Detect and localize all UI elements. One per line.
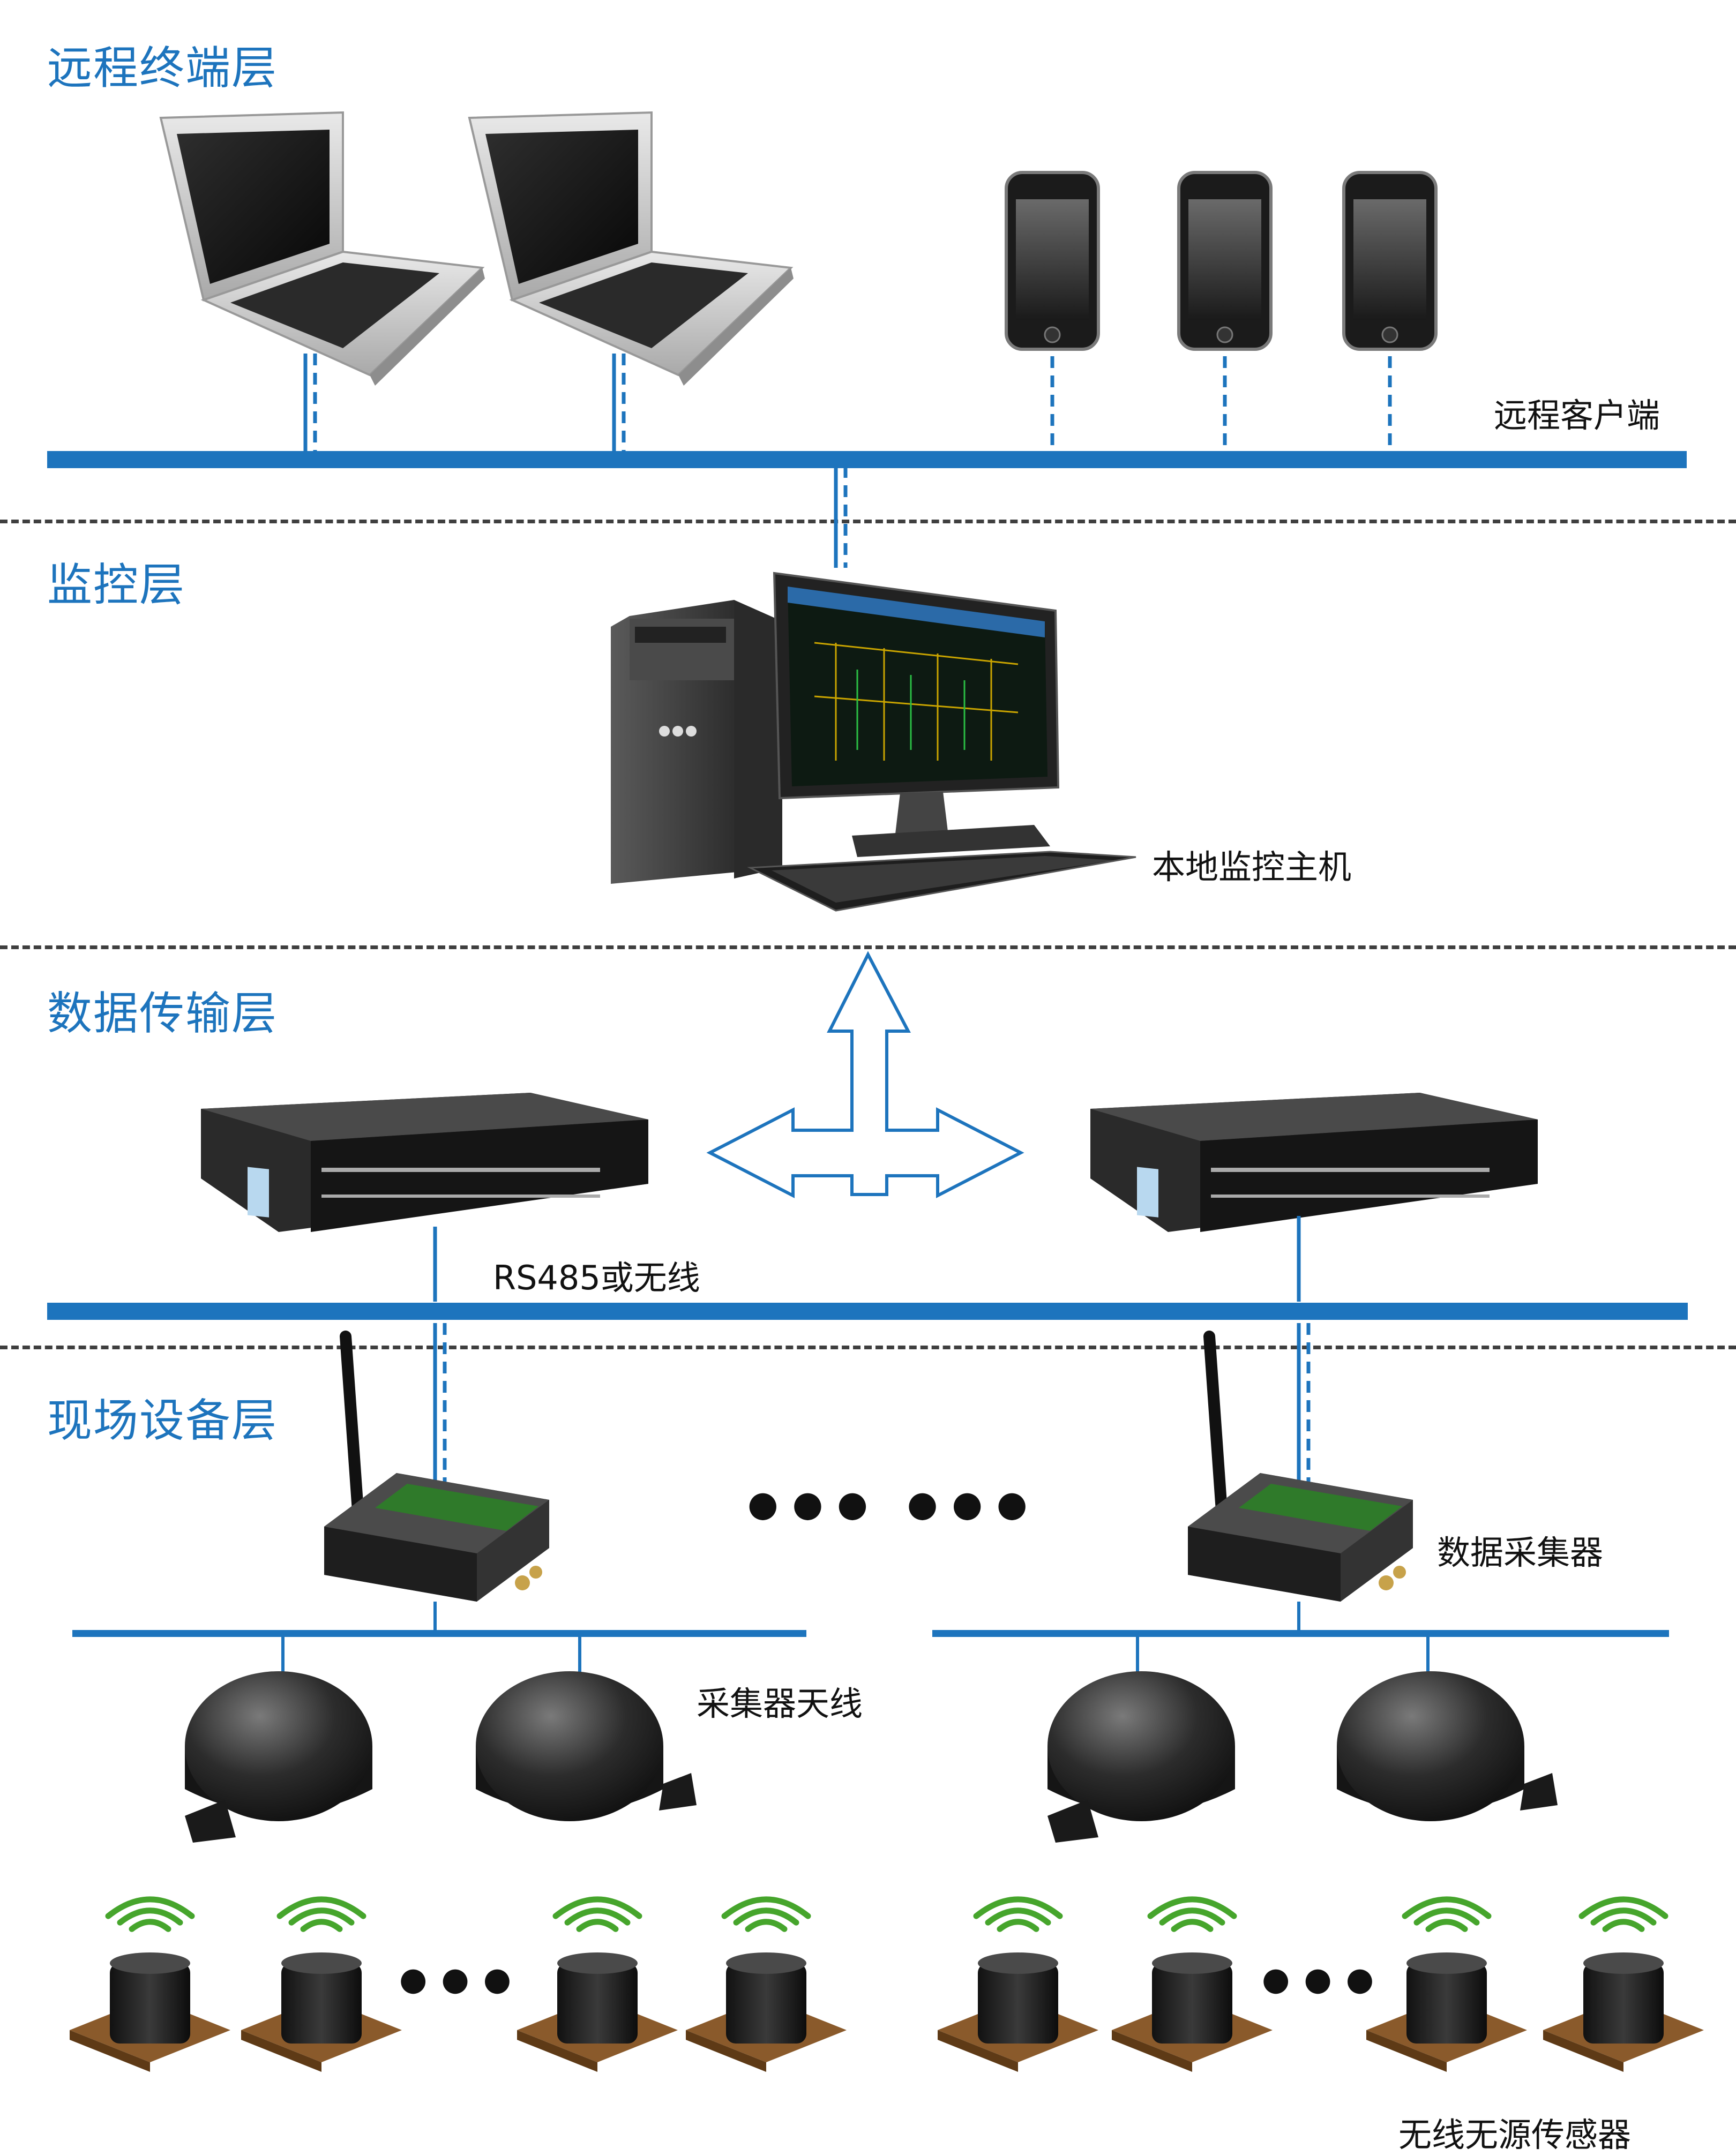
sensor-group — [70, 1896, 1704, 2072]
sensor-icon — [1543, 1952, 1704, 2072]
wireless-signal-icon — [721, 1896, 811, 1932]
wireless-signal-icon — [552, 1896, 642, 1932]
remote-connectors — [303, 354, 1392, 568]
wireless-signal-icon — [1402, 1896, 1492, 1932]
wireless-signal-icon — [105, 1896, 195, 1932]
sensor-icon — [70, 1952, 230, 2072]
layer-separator — [0, 1346, 1736, 1349]
rack-server-icon — [201, 1093, 648, 1232]
wireless-signal-icon — [276, 1896, 366, 1932]
layer-separator — [0, 945, 1736, 949]
wireless-signal-icon — [973, 1896, 1063, 1932]
label-collector: 数据采集器 — [1437, 1533, 1604, 1572]
label-local-host: 本地监控主机 — [1152, 847, 1352, 887]
antenna-disc-icon — [476, 1671, 697, 1821]
sensor-icon — [686, 1952, 847, 2072]
laptop-icon — [159, 111, 485, 386]
laptop-icon — [468, 111, 794, 386]
antenna-disc-icon — [1337, 1671, 1558, 1821]
desktop-computer-icon — [611, 572, 1136, 912]
wireless-signal-icon — [1147, 1896, 1237, 1932]
antenna-disc-icon — [185, 1671, 372, 1843]
smartphone-icon — [1005, 171, 1100, 351]
data-collector-icon — [324, 1331, 549, 1602]
rack-server-icon — [1090, 1093, 1538, 1232]
data-collector-icon — [1188, 1331, 1413, 1602]
smartphone-icon — [1177, 171, 1273, 351]
sensor-icon — [1112, 1952, 1273, 2072]
sensor-icon — [517, 1952, 678, 2072]
ellipsis-sensors-right: ●●● — [1262, 1960, 1388, 1998]
label-bus: RS485或无线 — [493, 1258, 700, 1297]
layer-title-remote: 远程终端层 — [47, 42, 278, 94]
bidirectional-arrow-icon — [706, 951, 1024, 1198]
antenna-disc-icon — [1047, 1671, 1235, 1843]
field-bus — [47, 1303, 1688, 1320]
antenna-bus — [72, 1602, 1669, 1674]
layer-title-monitor: 监控层 — [47, 559, 186, 611]
layer-title-transmission: 数据传输层 — [47, 987, 278, 1040]
layer-title-field: 现场设备层 — [47, 1394, 278, 1447]
label-antenna: 采集器天线 — [697, 1684, 863, 1723]
transmission-connectors — [433, 1216, 1311, 1489]
ellipsis-collectors: ●●● ●●● — [747, 1483, 1042, 1524]
sensor-icon — [938, 1952, 1098, 2072]
label-sensor: 无线无源传感器 — [1398, 2115, 1632, 2154]
ellipsis-sensors-left: ●●● — [399, 1960, 526, 1998]
wireless-signal-icon — [1578, 1896, 1668, 1932]
layer-separator — [0, 520, 1736, 523]
label-remote-client: 远程客户端 — [1494, 396, 1660, 435]
remote-bus — [47, 451, 1687, 468]
sensor-icon — [241, 1952, 402, 2072]
smartphone-icon — [1342, 171, 1438, 351]
sensor-icon — [1366, 1952, 1527, 2072]
